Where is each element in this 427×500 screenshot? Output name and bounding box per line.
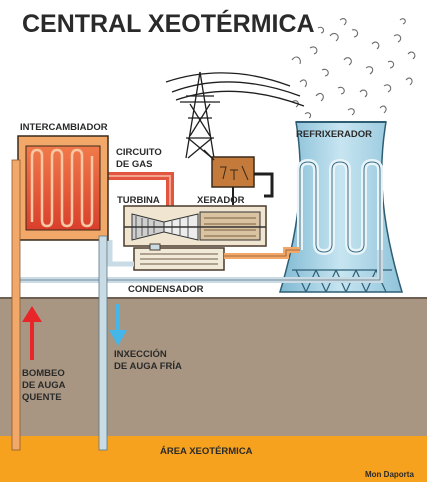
ground	[0, 298, 427, 436]
condenser-return-pipe	[107, 240, 134, 267]
page-title: CENTRAL XEOTÉRMICA	[22, 9, 315, 38]
credit: Mon Daporta	[365, 470, 414, 479]
label-intercambiador: INTERCAMBIADOR	[20, 122, 108, 133]
label-bombeo-line1: BOMBEO	[22, 368, 65, 379]
warm-pipe-to-cooler	[224, 247, 300, 259]
power-cable	[254, 172, 274, 198]
label-area: ÁREA XEOTÉRMICA	[160, 446, 253, 457]
label-condensador: CONDENSADOR	[128, 284, 204, 295]
transformer-box	[211, 156, 255, 188]
label-turbina: TURBINA	[117, 195, 160, 206]
geothermal-area	[0, 436, 427, 482]
generator-icon	[199, 211, 261, 241]
label-bombeo-line2: DE AUGA	[22, 380, 66, 391]
power-pylon-icon	[165, 71, 305, 159]
label-xerador: XERADOR	[197, 195, 245, 206]
label-inxeccion-line2: DE AUGA FRÍA	[114, 361, 182, 372]
label-bombeo-line3: QUENTE	[22, 392, 62, 403]
steam-cloud-icon	[291, 17, 416, 119]
label-refrixerador: REFRIXERADOR	[296, 129, 372, 140]
label-circuito-line1: CIRCUITO	[116, 147, 162, 158]
label-circuito-line2: DE GAS	[116, 159, 152, 170]
arrow-down-icon	[109, 304, 127, 346]
arrow-up-icon	[22, 306, 42, 360]
cold-water-well-pipe	[98, 235, 108, 451]
label-inxeccion-line1: INXECCIÓN	[114, 348, 167, 360]
hot-water-well-pipe	[11, 159, 21, 451]
exchanger-coil	[30, 148, 94, 228]
